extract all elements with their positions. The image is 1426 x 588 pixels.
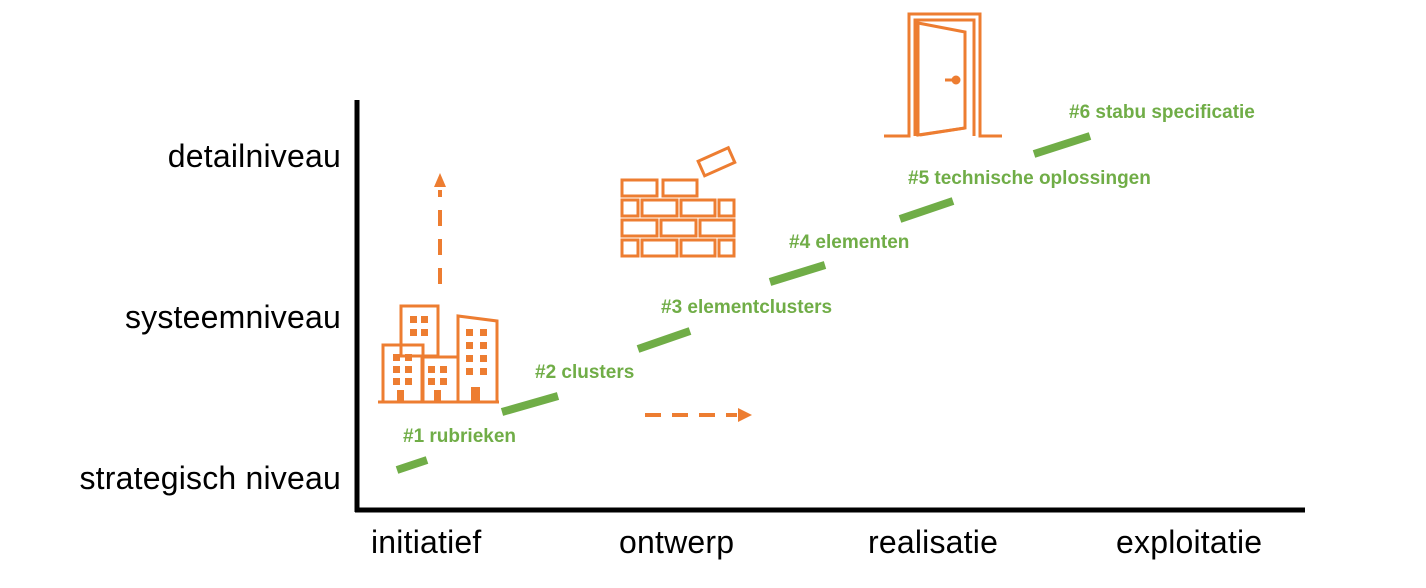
step-segment-3 [636, 327, 692, 353]
building-windows [393, 316, 487, 402]
vertical-dashed-arrow [434, 173, 446, 284]
y-label-systeemniveau: systeemniveau [124, 299, 341, 335]
step-segment-5 [898, 197, 955, 223]
step-label-3: #3 elementclusters [661, 297, 833, 318]
step-label-2: #2 clusters [535, 362, 635, 383]
x-label-exploitatie: exploitatie [1116, 524, 1263, 560]
step-segment-1 [395, 456, 429, 474]
brick-wall-icon [620, 145, 737, 258]
step-segment-6 [1032, 132, 1092, 158]
step-path [395, 132, 1092, 474]
step-label-1: #1 rubrieken [403, 426, 516, 447]
horizontal-dashed-arrow [645, 408, 752, 422]
step-label-4: #4 elementen [789, 232, 910, 253]
step-segment-4 [768, 261, 827, 286]
y-label-strategisch-niveau: strategisch niveau [79, 460, 341, 496]
x-label-ontwerp: ontwerp [619, 524, 735, 560]
y-label-detailniveau: detailniveau [167, 138, 341, 174]
step-segment-2 [500, 392, 560, 416]
arrow-right-icon [738, 408, 752, 422]
step-label-5: #5 technische oplossingen [908, 168, 1151, 189]
x-label-initiatief: initiatief [371, 524, 482, 560]
x-label-realisatie: realisatie [868, 524, 999, 560]
step-label-6: #6 stabu specificatie [1069, 102, 1255, 123]
arrow-up-icon [434, 173, 446, 187]
door-icon [884, 12, 1002, 138]
